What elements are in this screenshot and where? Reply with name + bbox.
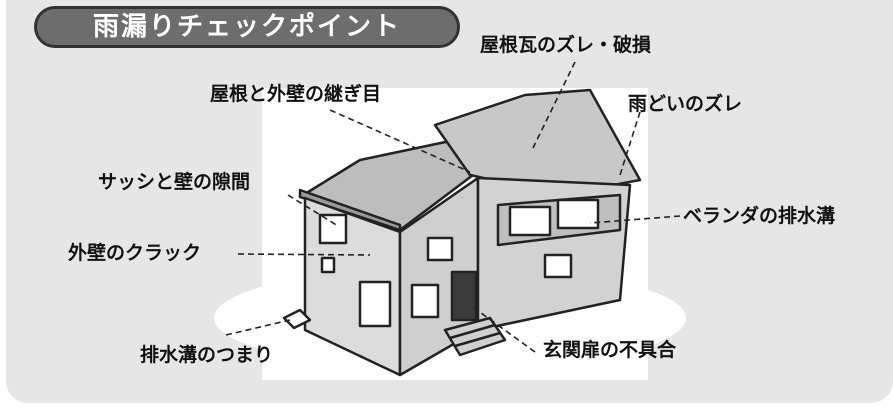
label-sash-gap: サッシと壁の隙間: [98, 171, 251, 193]
house-outline: [282, 88, 642, 377]
leader-roof-tiles: [532, 61, 576, 149]
front-lower-window: [410, 283, 440, 319]
small-vent: [320, 256, 336, 274]
label-roof-tiles: 屋根瓦のズレ・破損: [480, 34, 652, 56]
label-drain-clog: 排水溝のつまり: [140, 344, 274, 366]
label-wall-crack: 外壁のクラック: [68, 242, 202, 264]
label-gutter: 雨どいのズレ: [628, 93, 743, 115]
leader-roof-wall-joint: [329, 109, 471, 173]
right-window: [543, 253, 573, 279]
drain: [282, 308, 312, 330]
label-veranda-drain: ベランダの排水溝: [683, 205, 836, 227]
sash-window: [318, 213, 348, 245]
leader-drain-clog: [225, 319, 291, 336]
leader-lines: [225, 61, 681, 353]
leader-gutter: [619, 111, 641, 176]
label-roof-wall-joint: 屋根と外壁の継ぎ目: [210, 83, 382, 105]
leader-entrance-door: [469, 304, 536, 353]
veranda-window-2: [556, 198, 600, 230]
upper-window: [426, 236, 454, 262]
right-roof: [433, 88, 642, 197]
leader-wall-crack: [237, 253, 371, 256]
entrance-door: [450, 270, 478, 322]
left-lower-window: [358, 280, 392, 328]
leader-veranda-drain: [589, 215, 681, 224]
veranda-window-1: [508, 205, 552, 237]
page-title: 雨漏りチェックポイント: [34, 6, 460, 48]
label-entrance-door: 玄関扉の不具合: [543, 339, 677, 361]
